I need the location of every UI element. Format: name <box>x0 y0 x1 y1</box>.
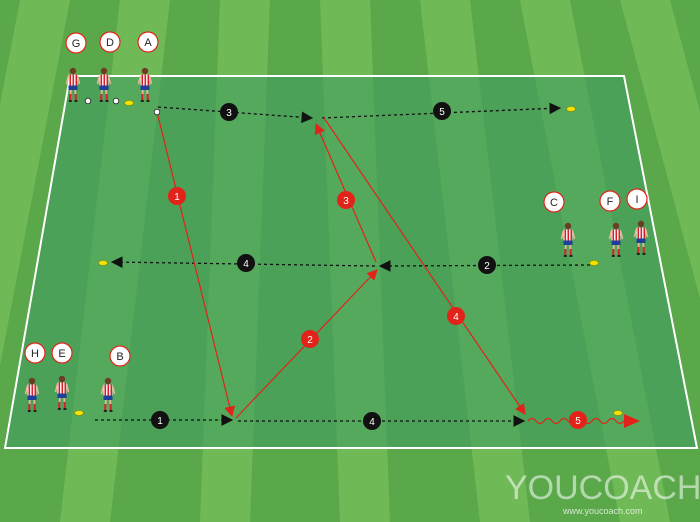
player-badge-a: A <box>144 37 152 49</box>
pass-step-2: 2 <box>484 261 490 272</box>
ball-icon <box>112 97 120 105</box>
player-f-figure <box>608 222 624 257</box>
cone-icon <box>74 410 84 416</box>
cone-icon <box>566 106 576 112</box>
player-b-figure <box>100 377 116 412</box>
player-badge-h: H <box>31 348 39 360</box>
players-layer <box>24 67 649 412</box>
run-step-2: 2 <box>307 335 313 346</box>
player-badge-b: B <box>116 351 123 363</box>
ball-icon <box>153 108 161 116</box>
brand-name: YOUCOACH <box>505 469 700 507</box>
player-g-figure <box>65 67 81 102</box>
pass-line-top-to-cone <box>321 102 562 119</box>
run-step-5: 5 <box>575 416 581 427</box>
run-line-1 <box>156 111 235 418</box>
pass-step-4-mid: 4 <box>243 259 249 270</box>
brand-logo: YOUCOACH www.youcoach.com <box>505 470 700 518</box>
ball-icon <box>84 97 92 105</box>
cones <box>74 100 623 416</box>
run-step-4: 4 <box>453 312 459 323</box>
player-d-figure <box>96 67 112 102</box>
player-badge-e: E <box>58 348 65 360</box>
run-step-markers: 1 3 2 4 5 <box>168 187 587 429</box>
player-badge-c: C <box>550 197 558 209</box>
pitch-area <box>3 75 699 449</box>
cone-icon <box>589 260 599 266</box>
cone-icon <box>613 410 623 416</box>
cone-icon <box>98 260 108 266</box>
player-i-figure <box>633 220 649 255</box>
pass-step-5: 5 <box>439 107 445 118</box>
player-a-figure <box>137 67 153 102</box>
player-badge-g: G <box>72 38 81 50</box>
player-e-figure <box>54 375 70 410</box>
pass-step-markers: 3 5 4 2 1 4 <box>151 102 496 430</box>
pass-step-3: 3 <box>226 108 232 119</box>
run-step-3: 3 <box>343 196 349 207</box>
run-step-1: 1 <box>174 192 180 203</box>
player-badges: G D A C F I H E <box>24 31 648 367</box>
pass-line-c-to-mid <box>378 260 591 272</box>
player-badge-i: I <box>635 194 638 206</box>
player-c-figure <box>560 222 576 257</box>
cone-icon <box>124 100 134 106</box>
player-h-figure <box>24 377 40 412</box>
brand-url: www.youcoach.com <box>563 506 643 516</box>
player-badge-f: F <box>607 196 614 208</box>
pass-step-4-bottom: 4 <box>369 417 375 428</box>
pass-line-a-to-top <box>157 106 314 124</box>
pass-step-1: 1 <box>157 416 163 427</box>
player-badge-d: D <box>106 37 114 49</box>
pass-line-mid-to-cone <box>110 256 376 269</box>
run-line-4 <box>323 117 526 415</box>
balls <box>84 97 161 116</box>
